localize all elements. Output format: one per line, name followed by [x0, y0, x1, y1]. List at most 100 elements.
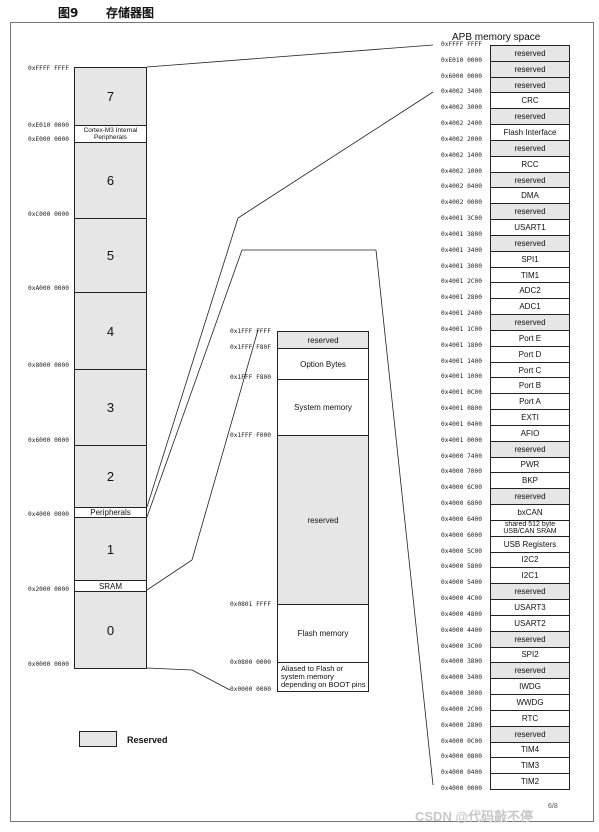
- apb-address: 0x4000 4400: [441, 626, 482, 634]
- region-4-block: 4: [74, 292, 147, 370]
- mid-block-label: reserved: [307, 335, 339, 345]
- mid-address: 0x1FFF F800: [230, 374, 271, 381]
- apb-block-label: USART2: [514, 618, 546, 628]
- apb-address: 0x4000 0800: [441, 753, 482, 761]
- apb-address: 0x4000 5C00: [441, 547, 482, 555]
- apb-block-label: PWR: [520, 460, 540, 470]
- apb-block: SPI2: [490, 646, 570, 664]
- apb-address: 0x4001 1000: [441, 373, 482, 381]
- apb-address: 0x4002 2400: [441, 120, 482, 128]
- mid-block-label: System memory: [294, 403, 352, 412]
- region-7-label: 7: [106, 89, 115, 104]
- mid-reserved-large-block: reserved: [277, 435, 369, 605]
- apb-address: 0x4002 1400: [441, 151, 482, 159]
- apb-address: 0x4000 7000: [441, 468, 482, 476]
- left-address: 0xA000 0000: [28, 285, 69, 292]
- apb-block: reserved: [490, 171, 570, 189]
- apb-block: reserved: [490, 630, 570, 648]
- apb-address: 0x4001 2C00: [441, 278, 482, 286]
- region-0-block: 0: [74, 591, 147, 669]
- apb-address: 0x4000 6000: [441, 531, 482, 539]
- apb-block-label: IWDG: [519, 682, 541, 692]
- apb-block-label: reserved: [514, 318, 546, 327]
- apb-block-label: CRC: [521, 96, 539, 106]
- apb-block-label: SPI2: [521, 650, 539, 660]
- apb-address: 0x4000 5400: [441, 579, 482, 587]
- apb-block: shared 512 byte USB/CAN SRAM: [490, 519, 570, 537]
- option-bytes-block: Option Bytes: [277, 348, 369, 380]
- region-2-label: 2: [106, 469, 115, 484]
- mid-block-label: Flash memory: [297, 629, 349, 638]
- apb-block-label: reserved: [514, 729, 546, 739]
- apb-block: reserved: [490, 76, 570, 94]
- apb-address: 0x4001 0800: [441, 405, 482, 413]
- apb-address: 0x4001 3800: [441, 230, 482, 238]
- apb-block: Port D: [490, 345, 570, 363]
- system-memory-block: System memory: [277, 379, 369, 436]
- apb-block: TIM3: [490, 757, 570, 775]
- apb-address: 0x4000 3000: [441, 690, 482, 698]
- apb-block-label: ADC2: [519, 286, 541, 296]
- watermark-small: 6/8: [548, 803, 558, 810]
- apb-block-label: reserved: [514, 80, 546, 90]
- apb-address: 0x4000 3800: [441, 658, 482, 666]
- apb-block: ADC2: [490, 282, 570, 300]
- apb-title: APB memory space: [452, 32, 541, 43]
- apb-block: USB Registers: [490, 535, 570, 553]
- apb-address: 0x4001 3C00: [441, 215, 482, 223]
- apb-block: Flash Interface: [490, 124, 570, 141]
- apb-block: reserved: [490, 583, 570, 601]
- apb-address: 0x4001 0000: [441, 436, 482, 444]
- left-address: 0x2000 0000: [28, 586, 69, 593]
- apb-block-label: RCC: [521, 159, 539, 169]
- mid-block-label: reserved: [307, 515, 339, 525]
- apb-address: 0x4000 7400: [441, 452, 482, 460]
- apb-block: EXTI: [490, 409, 570, 426]
- apb-block: reserved: [490, 725, 570, 743]
- figure-title: 存储器图: [106, 6, 155, 20]
- peripherals-label: Peripherals: [90, 508, 131, 517]
- region-1-block: 1: [74, 517, 147, 581]
- legend-label: Reserved: [127, 735, 168, 745]
- apb-address: 0x4001 3400: [441, 246, 482, 254]
- mid-reserved-block: reserved: [277, 331, 369, 349]
- apb-block-label: shared 512 byte USB/CAN SRAM: [503, 520, 557, 536]
- apb-block-label: Port B: [518, 381, 542, 391]
- mid-address: 0x1FFF F80F: [230, 344, 271, 351]
- apb-address: 0x4000 3400: [441, 674, 482, 682]
- apb-block: SPI1: [490, 250, 570, 268]
- apb-address: 0x4000 4800: [441, 610, 482, 618]
- apb-block-label: reserved: [514, 48, 546, 58]
- apb-address: 0x4001 1400: [441, 357, 482, 365]
- left-address: 0x8000 0000: [28, 362, 69, 369]
- apb-block-label: EXTI: [521, 412, 539, 422]
- apb-address: 0x4002 3000: [441, 104, 482, 112]
- aliased-block: Aliased to Flash or system memory depend…: [277, 662, 369, 692]
- apb-block: reserved: [490, 45, 570, 62]
- apb-block-label: reserved: [514, 238, 546, 248]
- apb-block: RCC: [490, 155, 570, 173]
- region-4-label: 4: [106, 323, 115, 339]
- mid-address: 0x1FFF FFFF: [230, 328, 271, 335]
- sram-label: SRAM: [98, 581, 123, 591]
- apb-address: 0x4000 2800: [441, 721, 482, 729]
- apb-address: 0x4000 0000: [441, 785, 482, 792]
- region-1-label: 1: [106, 541, 115, 557]
- apb-address: 0x4000 6400: [441, 515, 482, 523]
- apb-block-label: reserved: [514, 666, 546, 676]
- apb-block: TIM4: [490, 741, 570, 759]
- apb-block-label: reserved: [514, 444, 546, 454]
- apb-block-label: reserved: [514, 587, 546, 597]
- apb-block-label: TIM1: [520, 270, 540, 280]
- apb-address: 0x4000 2C00: [441, 705, 482, 713]
- mid-block-label: Option Bytes: [300, 359, 346, 369]
- apb-block-label: TIM2: [520, 777, 540, 787]
- apb-block: WWDG: [490, 694, 570, 711]
- apb-address: 0x4002 2000: [441, 135, 482, 143]
- apb-block: BKP: [490, 472, 570, 490]
- apb-address: 0xE010 0000: [441, 56, 482, 64]
- cortex-peripherals-block: Cortex-M3 Internal Peripherals: [74, 125, 147, 143]
- apb-block: bxCAN: [490, 504, 570, 521]
- apb-block-label: TIM3: [520, 761, 540, 771]
